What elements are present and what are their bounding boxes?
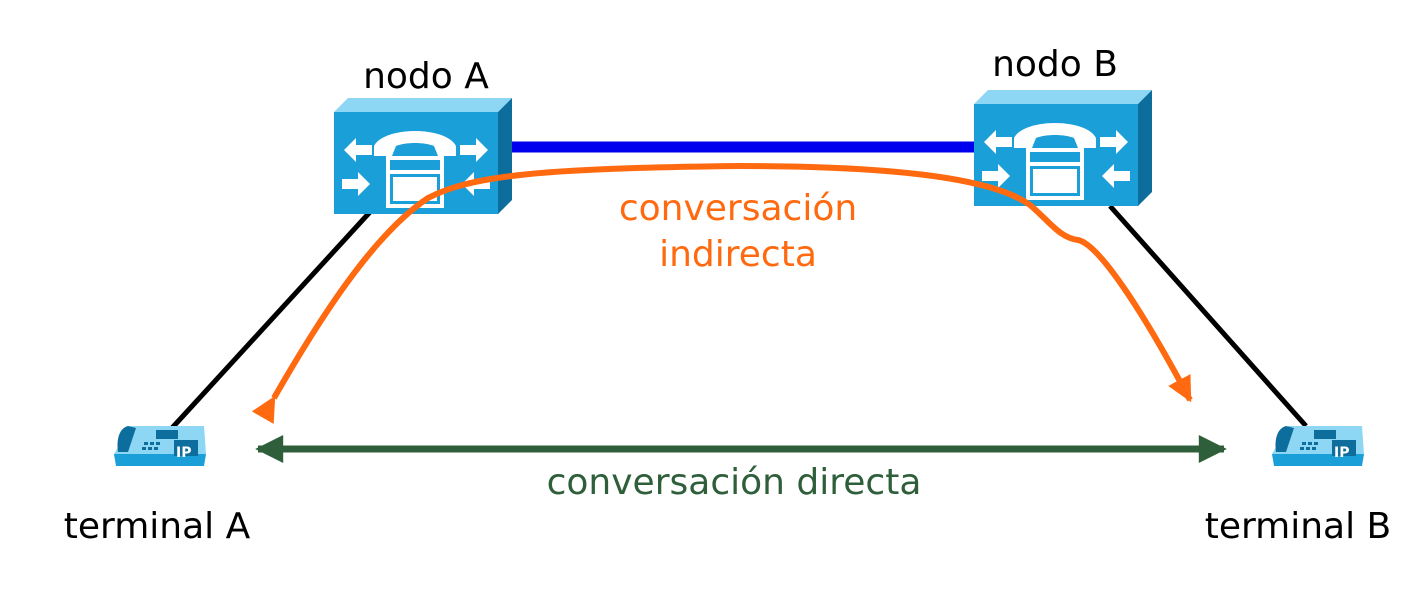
access-link-b [1108,204,1308,428]
terminal-b-badge: IP [1334,445,1349,461]
terminal-b-device: IP [1272,426,1364,466]
indirect-label-line2: indirecta [659,234,817,275]
terminal-a-badge: IP [176,445,191,461]
ip-phone-icon [1272,426,1364,466]
node-b-label: nodo B [992,44,1118,85]
indirect-label-line1: conversación [619,188,857,229]
call-manager-icon [334,98,512,214]
terminal-b-label: terminal B [1205,506,1392,547]
direct-label: conversación directa [547,462,922,503]
terminal-a-device: IP [114,426,206,466]
access-link-a [170,210,372,430]
node-a-label: nodo A [363,56,489,97]
indirect-conversation-path [251,162,1193,424]
ip-phone-icon [114,426,206,466]
node-a-device [334,98,512,214]
terminal-a-label: terminal A [64,506,251,547]
